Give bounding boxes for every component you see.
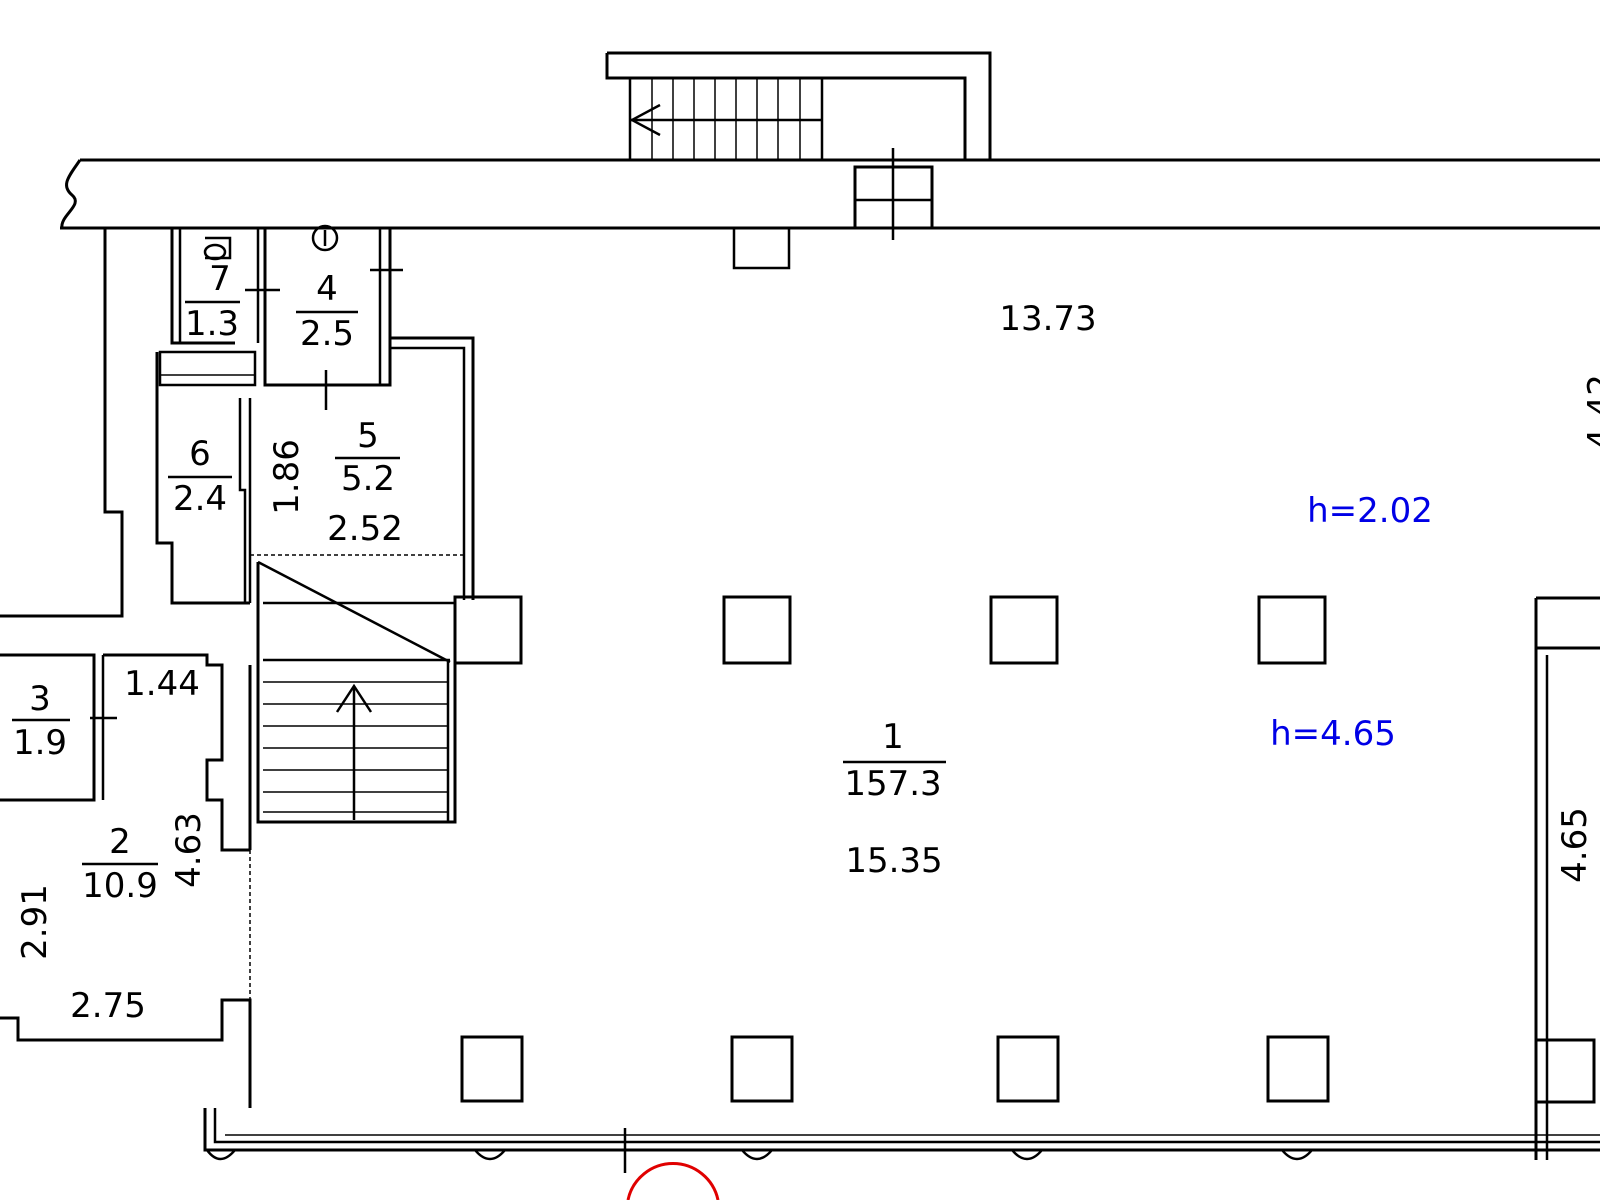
- room-1-number: 1: [882, 717, 904, 757]
- room-5-area: 5.2: [341, 459, 395, 499]
- top-wall-door: [732, 148, 934, 270]
- outer-wall-bottom: [203, 1108, 1600, 1173]
- dim-room5-width: 2.52: [327, 509, 403, 549]
- outer-wall-top: [60, 158, 1600, 230]
- marker-circle: [626, 1162, 720, 1200]
- column: [730, 1035, 794, 1103]
- column: [1257, 595, 1327, 665]
- dim-room2-width: 2.75: [70, 986, 146, 1026]
- room-2-area: 10.9: [82, 866, 158, 906]
- right-wall: [1534, 596, 1600, 1160]
- room-5-number: 5: [357, 416, 379, 456]
- column: [996, 1035, 1060, 1103]
- room-labels: 1 157.3 2 10.9 3 1.9 4 2.5 5 5.2 6 2.4 7…: [12, 259, 946, 906]
- room-6-walls: [155, 352, 252, 605]
- room-4-area: 2.5: [300, 314, 354, 354]
- room-6-area: 2.4: [173, 479, 227, 519]
- room-2-number: 2: [109, 822, 131, 862]
- room-1-area: 157.3: [844, 764, 941, 804]
- rooms-2-3-walls: [0, 653, 252, 1108]
- room-4-number: 4: [316, 269, 338, 309]
- column: [722, 595, 792, 665]
- outer-wall-left: [0, 228, 124, 618]
- dim-corridor-width: 1.44: [124, 664, 200, 704]
- room-5-walls: [250, 336, 475, 600]
- room-6-number: 6: [189, 434, 211, 474]
- room-7-number: 7: [209, 259, 231, 299]
- internal-stair: [256, 560, 523, 824]
- columns: [460, 595, 1330, 1103]
- dim-room2-height: 4.63: [169, 812, 209, 888]
- dim-room2-left: 2.91: [15, 884, 55, 960]
- dim-top-length: 13.73: [999, 299, 1096, 339]
- height-main: h=4.65: [1270, 714, 1396, 754]
- height-labels: h=2.02 h=4.65: [1270, 491, 1433, 754]
- dimension-labels: 13.73 15.35 2.52 1.44 2.75 1.86 4.63 2.9…: [15, 299, 1600, 1026]
- dim-room5-height: 1.86: [267, 439, 307, 515]
- column: [1266, 1035, 1330, 1103]
- dim-main-length: 15.35: [845, 841, 942, 881]
- wc-block: [158, 224, 403, 410]
- dim-right-top: 4.42: [1581, 374, 1600, 450]
- height-upper: h=2.02: [1307, 491, 1433, 531]
- room-3-number: 3: [29, 679, 51, 719]
- column: [460, 1035, 524, 1103]
- room-3-area: 1.9: [13, 723, 67, 763]
- room-7-area: 1.3: [185, 304, 239, 344]
- entrance-stair: [605, 51, 992, 160]
- dim-right-side: 4.65: [1555, 807, 1595, 883]
- column: [989, 595, 1059, 665]
